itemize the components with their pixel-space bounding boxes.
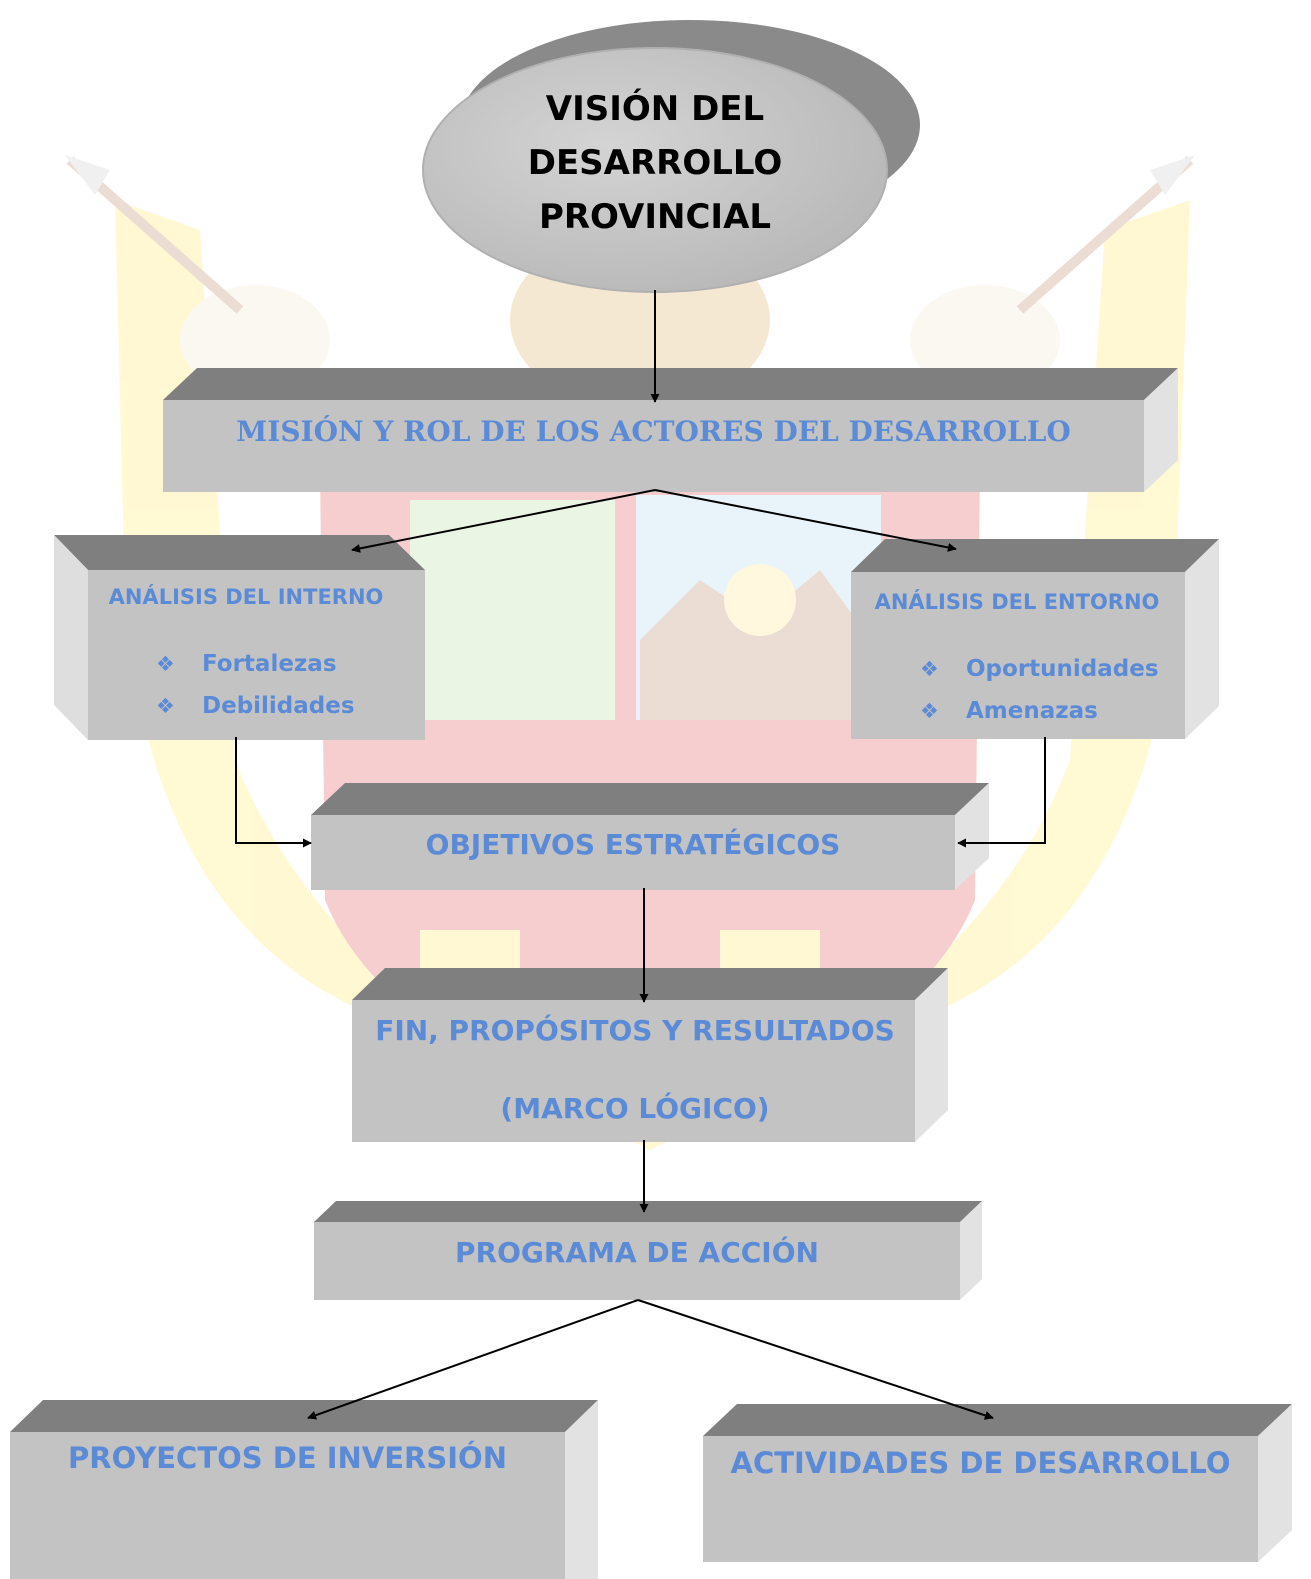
vision-ellipse (422, 20, 920, 293)
list-item-label: Fortalezas (202, 651, 337, 677)
list-item: ❖ Fortalezas (156, 643, 355, 685)
diamond-four-point-icon: ❖ (156, 694, 175, 718)
fin-line2: (MARCO LÓGICO) (500, 1092, 770, 1125)
arrow-entorno-to-objetivos (957, 737, 1046, 848)
connectors (235, 290, 1046, 1420)
analisis-interno-box (54, 535, 425, 740)
diamond-four-point-icon: ❖ (156, 652, 175, 676)
programa-label: PROGRAMA DE ACCIÓN (455, 1236, 819, 1269)
vision-line: DESARROLLO (527, 143, 783, 183)
programa-box (314, 1201, 982, 1300)
list-item: ❖ Oportunidades (920, 648, 1159, 690)
analisis-entorno-title: ANÁLISIS DEL ENTORNO (874, 590, 1160, 614)
mision-label: MISIÓN Y ROL DE LOS ACTORES DEL DESARROL… (236, 415, 1071, 448)
vision-title: VISIÓN DEL DESARROLLO PROVINCIAL (455, 82, 855, 244)
analisis-interno-list: ❖ Fortalezas ❖ Debilidades (156, 643, 355, 727)
objetivos-box (311, 783, 989, 890)
actividades-label: ACTIVIDADES DE DESARROLLO (730, 1446, 1231, 1480)
diamond-four-point-icon: ❖ (920, 699, 939, 723)
analisis-entorno-box (851, 539, 1219, 739)
arrow-mision-to-interno (351, 489, 656, 553)
list-item-label: Oportunidades (966, 656, 1159, 682)
fin-line1: FIN, PROPÓSITOS Y RESULTADOS (375, 1014, 895, 1047)
diamond-four-point-icon: ❖ (920, 657, 939, 681)
arrow-mision-to-entorno (654, 489, 957, 552)
list-item-label: Amenazas (966, 698, 1098, 724)
fin-box (352, 968, 948, 1142)
vision-line: VISIÓN DEL (545, 89, 765, 129)
arrow-programa-to-proyectos (307, 1299, 639, 1420)
list-item: ❖ Debilidades (156, 685, 355, 727)
actividades-box (703, 1404, 1292, 1562)
arrow-programa-to-actividades (637, 1299, 994, 1420)
proyectos-box (10, 1400, 598, 1579)
arrow-interno-to-objetivos (235, 737, 312, 848)
analisis-interno-title: ANÁLISIS DEL INTERNO (108, 585, 384, 609)
proyectos-label: PROYECTOS DE INVERSIÓN (68, 1441, 507, 1475)
objetivos-label: OBJETIVOS ESTRATÉGICOS (425, 828, 841, 861)
analisis-entorno-list: ❖ Oportunidades ❖ Amenazas (920, 648, 1159, 732)
list-item-label: Debilidades (202, 693, 355, 719)
mision-box (163, 368, 1178, 492)
list-item: ❖ Amenazas (920, 690, 1159, 732)
vision-line: PROVINCIAL (538, 197, 772, 237)
